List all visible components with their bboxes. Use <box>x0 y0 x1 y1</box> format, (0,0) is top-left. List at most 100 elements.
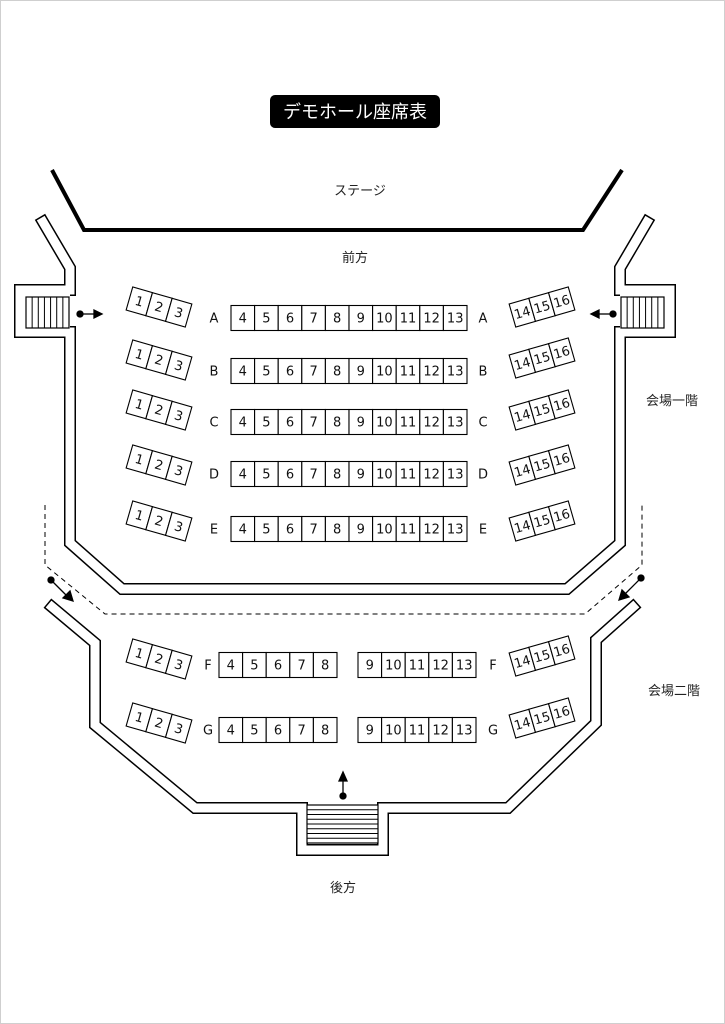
seat-G-12[interactable]: 12 <box>428 716 453 744</box>
seat-C-13[interactable]: 13 <box>442 408 468 436</box>
seat-F-10[interactable]: 10 <box>381 651 406 679</box>
seat-B-3[interactable]: 3 <box>164 350 193 381</box>
seat-F-5[interactable]: 5 <box>242 651 267 679</box>
seat-B-12[interactable]: 12 <box>419 357 444 385</box>
seat-D-16[interactable]: 16 <box>547 444 576 475</box>
seat-A-8[interactable]: 8 <box>324 304 350 332</box>
seat-B-10[interactable]: 10 <box>372 357 397 385</box>
seat-E-14[interactable]: 14 <box>508 511 537 542</box>
seat-E-8[interactable]: 8 <box>324 515 350 543</box>
seat-A-14[interactable]: 14 <box>508 297 537 328</box>
seat-B-2[interactable]: 2 <box>145 344 173 376</box>
seat-E-16[interactable]: 16 <box>547 500 576 531</box>
seat-B-15[interactable]: 15 <box>528 342 556 374</box>
seat-A-7[interactable]: 7 <box>301 304 326 332</box>
seat-F-2[interactable]: 2 <box>145 643 173 675</box>
seat-B-16[interactable]: 16 <box>547 337 576 368</box>
seat-D-10[interactable]: 10 <box>372 460 397 488</box>
seat-F-3[interactable]: 3 <box>164 649 193 680</box>
seat-B-13[interactable]: 13 <box>442 357 468 385</box>
seat-G-4[interactable]: 4 <box>218 716 244 744</box>
seat-E-3[interactable]: 3 <box>164 511 193 542</box>
seat-F-4[interactable]: 4 <box>218 651 244 679</box>
seat-D-9[interactable]: 9 <box>348 460 374 488</box>
seat-G-7[interactable]: 7 <box>289 716 314 744</box>
seat-F-6[interactable]: 6 <box>265 651 291 679</box>
seat-D-5[interactable]: 5 <box>254 460 279 488</box>
seat-C-7[interactable]: 7 <box>301 408 326 436</box>
seat-B-14[interactable]: 14 <box>508 348 537 379</box>
seat-E-13[interactable]: 13 <box>442 515 468 543</box>
seat-A-2[interactable]: 2 <box>145 291 173 323</box>
seat-C-6[interactable]: 6 <box>277 408 303 436</box>
seat-D-15[interactable]: 15 <box>528 449 556 481</box>
seat-F-8[interactable]: 8 <box>312 651 338 679</box>
seat-E-10[interactable]: 10 <box>372 515 397 543</box>
seat-E-11[interactable]: 11 <box>395 515 421 543</box>
seat-C-11[interactable]: 11 <box>395 408 421 436</box>
seat-A-3[interactable]: 3 <box>164 297 193 328</box>
seat-G-5[interactable]: 5 <box>242 716 267 744</box>
seat-G-8[interactable]: 8 <box>312 716 338 744</box>
seat-E-4[interactable]: 4 <box>230 515 256 543</box>
seat-C-3[interactable]: 3 <box>164 400 193 431</box>
seat-E-9[interactable]: 9 <box>348 515 374 543</box>
seat-G-14[interactable]: 14 <box>508 708 537 739</box>
seat-G-1[interactable]: 1 <box>125 702 154 733</box>
seat-C-4[interactable]: 4 <box>230 408 256 436</box>
seat-G-15[interactable]: 15 <box>528 702 556 734</box>
seat-G-13[interactable]: 13 <box>451 716 477 744</box>
seat-G-16[interactable]: 16 <box>547 697 576 728</box>
seat-B-4[interactable]: 4 <box>230 357 256 385</box>
seat-C-2[interactable]: 2 <box>145 394 173 426</box>
seat-D-4[interactable]: 4 <box>230 460 256 488</box>
seat-A-9[interactable]: 9 <box>348 304 374 332</box>
seat-A-5[interactable]: 5 <box>254 304 279 332</box>
seat-A-16[interactable]: 16 <box>547 286 576 317</box>
seat-F-16[interactable]: 16 <box>547 635 576 666</box>
seat-B-11[interactable]: 11 <box>395 357 421 385</box>
seat-E-12[interactable]: 12 <box>419 515 444 543</box>
seat-A-10[interactable]: 10 <box>372 304 397 332</box>
seat-E-2[interactable]: 2 <box>145 505 173 537</box>
seat-E-6[interactable]: 6 <box>277 515 303 543</box>
seat-E-7[interactable]: 7 <box>301 515 326 543</box>
seat-D-3[interactable]: 3 <box>164 455 193 486</box>
seat-C-8[interactable]: 8 <box>324 408 350 436</box>
seat-C-14[interactable]: 14 <box>508 400 537 431</box>
seat-A-12[interactable]: 12 <box>419 304 444 332</box>
seat-A-13[interactable]: 13 <box>442 304 468 332</box>
seat-D-6[interactable]: 6 <box>277 460 303 488</box>
seat-A-4[interactable]: 4 <box>230 304 256 332</box>
seat-A-6[interactable]: 6 <box>277 304 303 332</box>
seat-E-5[interactable]: 5 <box>254 515 279 543</box>
seat-C-12[interactable]: 12 <box>419 408 444 436</box>
seat-G-6[interactable]: 6 <box>265 716 291 744</box>
seat-G-11[interactable]: 11 <box>404 716 430 744</box>
seat-G-3[interactable]: 3 <box>164 713 193 744</box>
seat-B-9[interactable]: 9 <box>348 357 374 385</box>
seat-B-5[interactable]: 5 <box>254 357 279 385</box>
seat-A-15[interactable]: 15 <box>528 291 556 323</box>
seat-F-7[interactable]: 7 <box>289 651 314 679</box>
seat-F-11[interactable]: 11 <box>404 651 430 679</box>
seat-D-11[interactable]: 11 <box>395 460 421 488</box>
seat-F-14[interactable]: 14 <box>508 646 537 677</box>
seat-F-12[interactable]: 12 <box>428 651 453 679</box>
seat-D-13[interactable]: 13 <box>442 460 468 488</box>
seat-B-7[interactable]: 7 <box>301 357 326 385</box>
seat-C-5[interactable]: 5 <box>254 408 279 436</box>
seat-D-8[interactable]: 8 <box>324 460 350 488</box>
seat-C-16[interactable]: 16 <box>547 389 576 420</box>
seat-B-1[interactable]: 1 <box>125 339 154 370</box>
seat-G-9[interactable]: 9 <box>357 716 383 744</box>
seat-D-7[interactable]: 7 <box>301 460 326 488</box>
seat-F-9[interactable]: 9 <box>357 651 383 679</box>
seat-G-10[interactable]: 10 <box>381 716 406 744</box>
seat-E-1[interactable]: 1 <box>125 500 154 531</box>
seat-E-15[interactable]: 15 <box>528 505 556 537</box>
seat-F-1[interactable]: 1 <box>125 638 154 669</box>
seat-B-8[interactable]: 8 <box>324 357 350 385</box>
seat-D-12[interactable]: 12 <box>419 460 444 488</box>
seat-C-10[interactable]: 10 <box>372 408 397 436</box>
